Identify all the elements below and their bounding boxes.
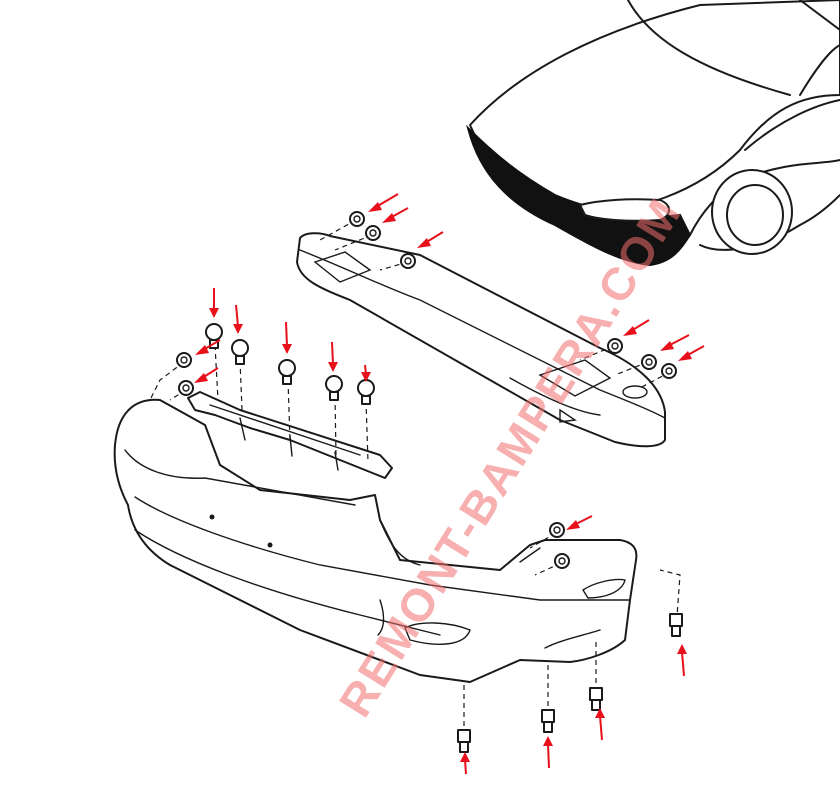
- red-arrow-icon: [460, 752, 470, 775]
- red-arrow-icon: [368, 193, 399, 212]
- red-arrow-icon: [382, 207, 409, 223]
- fastener-icon: [457, 729, 471, 753]
- car-front: [466, 0, 840, 267]
- fastener-icon: [589, 687, 603, 711]
- fastener-icon: [325, 375, 343, 401]
- red-arrow-icon: [678, 345, 705, 361]
- red-arrows: [194, 193, 705, 775]
- red-arrow-icon: [233, 304, 243, 334]
- red-arrow-icon: [417, 231, 444, 248]
- red-arrow-icon: [660, 334, 690, 351]
- red-arrow-icon: [328, 341, 338, 372]
- fastener-icon: [349, 211, 365, 227]
- red-arrow-icon: [195, 339, 221, 355]
- fastener-icon: [554, 553, 570, 569]
- fastener-icon: [278, 359, 296, 385]
- red-arrow-icon: [361, 364, 371, 382]
- fastener-icon: [231, 339, 249, 365]
- fastener-icon: [669, 613, 683, 637]
- fastener-icon: [400, 253, 416, 269]
- fastener-icon: [176, 352, 192, 368]
- red-arrow-icon: [677, 644, 687, 677]
- fastener-icon: [607, 338, 623, 354]
- red-arrow-icon: [282, 321, 292, 354]
- red-arrow-icon: [623, 319, 650, 336]
- fastener-icon: [365, 225, 381, 241]
- fasteners: [176, 211, 683, 753]
- fastener-icon: [541, 709, 555, 733]
- red-arrow-icon: [566, 515, 593, 530]
- fastener-icon: [661, 363, 677, 379]
- red-arrow-icon: [543, 736, 553, 769]
- fastener-icon: [641, 354, 657, 370]
- fastener-icon: [549, 522, 565, 538]
- fastener-icon: [178, 380, 194, 396]
- red-arrow-icon: [209, 288, 219, 318]
- bumper-cover: [113, 398, 638, 683]
- red-arrow-icon: [595, 708, 605, 741]
- fastener-icon: [357, 379, 375, 405]
- bumper-reinforcement: [296, 232, 666, 448]
- red-arrow-icon: [194, 367, 219, 383]
